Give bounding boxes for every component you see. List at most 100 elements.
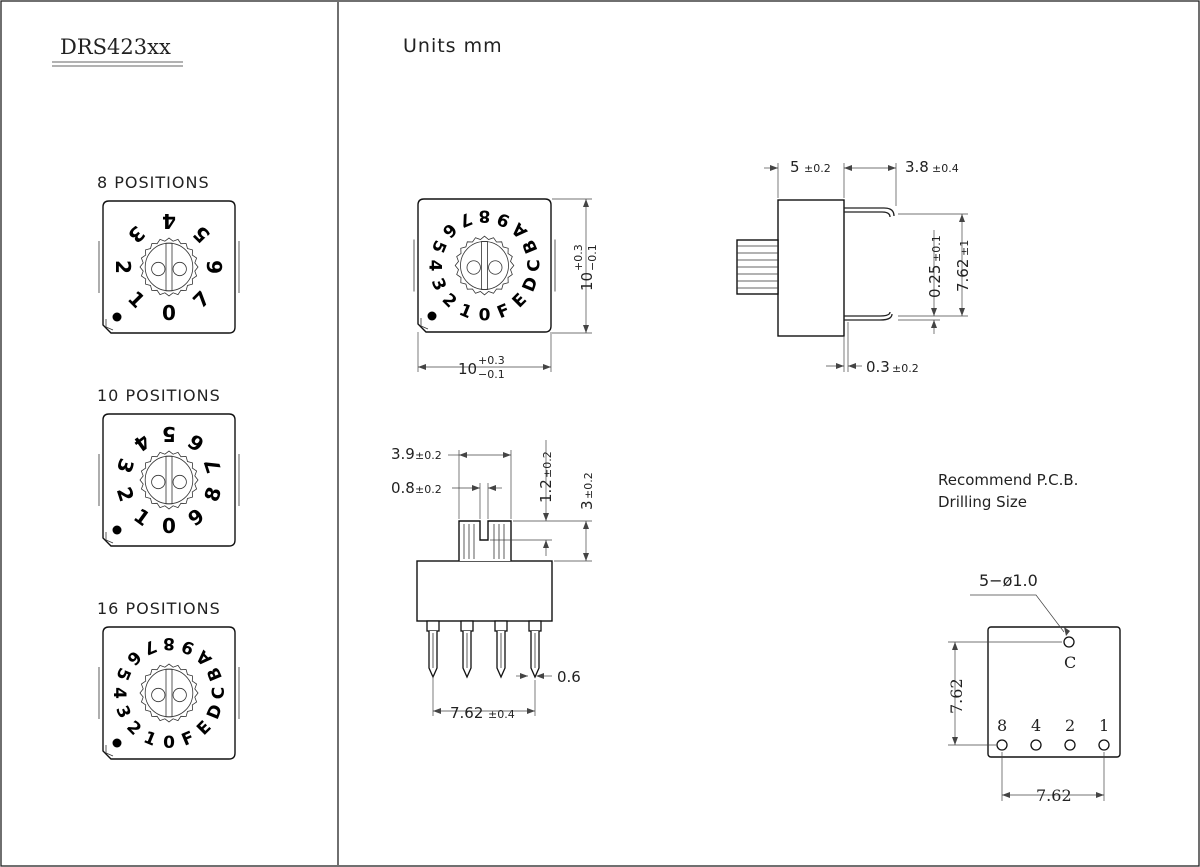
bottom-slot-h-tol: ±0.2: [541, 451, 554, 478]
position-dot: [112, 312, 122, 322]
rotor-serrated-ring: [139, 237, 199, 297]
bottom-knob-width-base: 3.9: [391, 445, 415, 463]
position-symbol: 2: [111, 260, 135, 274]
switch-body: [102, 413, 236, 547]
bottom-slot-h-base: 1.2: [537, 479, 555, 503]
pcb-hole-common: [1063, 636, 1075, 648]
side-upper-pin-a: [844, 211, 891, 218]
variant-title-8: 8 POSITIONS: [97, 173, 210, 192]
bottom-pitch-tol: ±0.4: [488, 708, 515, 721]
side-gap-arrows: [836, 363, 856, 369]
front-height-minus: −0.1: [586, 244, 599, 271]
pcb-v-dim: 7.62: [947, 678, 966, 714]
pcb-hole-spec: 5−ø1.0: [979, 571, 1038, 590]
pcb-hole-label: 8: [997, 716, 1007, 735]
pcb-title-line2: Drilling Size: [938, 493, 1027, 511]
position-dot: [427, 311, 437, 321]
switch-corner-notch: [105, 532, 114, 544]
side-lower-pin-b: [844, 313, 893, 321]
pcb-hole-common-label: C: [1064, 653, 1076, 672]
side-thick-base: 0.25: [926, 265, 944, 298]
position-symbol: 8: [163, 633, 175, 653]
position-symbol: 8: [479, 206, 491, 226]
front-width-minus: −0.1: [478, 368, 505, 381]
bottom-slot-h-arrows: [543, 513, 549, 548]
pcb-v-label: 7.62: [947, 678, 966, 714]
front-width-plus: +0.3: [478, 354, 505, 367]
front-height-plus: +0.3: [572, 244, 585, 271]
bottom-body: [416, 560, 553, 622]
bottom-slot-tol: ±0.2: [415, 483, 442, 496]
switch-corner-notch: [105, 319, 114, 331]
position-symbol: 0: [162, 301, 176, 325]
pcb-hole-leader: [970, 594, 1065, 633]
bottom-knob-ridges: [463, 524, 505, 559]
side-reach-dim-tol: ±0.4: [932, 162, 959, 175]
switch-body: [417, 198, 552, 333]
variant-title-16: 16 POSITIONS: [97, 599, 221, 618]
bottom-view: 3.9 ±0.2 0.8 ±0.2 1.2 ±0.2 3 ±0.2 0.6: [391, 440, 596, 722]
bottom-pin-dim-arrows: [520, 673, 544, 679]
pcb-hole: [1064, 739, 1076, 751]
bottom-pins: [426, 620, 542, 679]
switch-body: [102, 200, 236, 334]
rotor-slot: [165, 668, 173, 718]
side-gap-base: 0.3: [866, 358, 890, 376]
position-symbol: 4: [109, 687, 129, 699]
side-span-label: 7.62 ±1: [954, 240, 972, 292]
rotor-hole-left: [466, 260, 481, 275]
pcb-hole: [1098, 739, 1110, 751]
rotor-serrated-ring: [454, 235, 515, 296]
switch-body: [102, 626, 236, 760]
variant-title-10: 10 POSITIONS: [97, 386, 221, 405]
position-symbol: 5: [162, 422, 176, 446]
rotor-hole-right: [488, 260, 503, 275]
rotor-serrated-ring: [139, 663, 199, 723]
position-symbol: C: [209, 687, 229, 699]
position-dot: [112, 738, 122, 748]
bottom-knob-h-arrows: [583, 521, 589, 561]
bottom-pin-shoulder: [528, 620, 542, 632]
position-symbol: 0: [163, 733, 175, 753]
position-symbol: 0: [479, 306, 491, 326]
rotor-serrated-ring: [139, 450, 199, 510]
side-upper-pin-b: [844, 207, 895, 217]
bottom-knob-h-label: 3 ±0.2: [578, 472, 596, 510]
bottom-slot-h-label: 1.2 ±0.2: [537, 451, 555, 503]
side-knob-ridges: [737, 245, 778, 289]
bottom-slot-arrows: [472, 485, 496, 491]
side-thick-tol: ±0.1: [930, 235, 943, 262]
side-knob-dim-tol: ±0.2: [804, 162, 831, 175]
bottom-knob-h-tol: ±0.2: [582, 472, 595, 499]
rotor-hole-right: [172, 474, 187, 490]
rotor-slot: [481, 241, 488, 290]
pcb-hole-label: 1: [1099, 716, 1109, 735]
front-width-base: 10: [458, 360, 477, 378]
bottom-slot-base: 0.8: [391, 479, 415, 497]
side-thick-label: 0.25 ±0.1: [926, 235, 944, 298]
pcb-hole-label: 4: [1031, 716, 1041, 735]
pcb-hole: [1030, 739, 1042, 751]
side-span-base: 7.62: [954, 259, 972, 292]
position-symbol: C: [525, 259, 545, 271]
bottom-knob-width-tol: ±0.2: [415, 449, 442, 462]
side-body: [777, 199, 845, 337]
rotor-hole-left: [151, 261, 166, 277]
side-span-tol: ±1: [958, 240, 971, 256]
bottom-pin-shoulder: [494, 620, 508, 632]
pcb-hole: [996, 739, 1008, 751]
part-number: DRS423xx: [60, 35, 171, 59]
side-view: 5 ±0.2 3.8 ±0.4 0.25 ±0.1 7.62 ±1 0.3 ±0…: [736, 158, 972, 376]
side-gap-tol: ±0.2: [892, 362, 919, 375]
side-knob-dim-base: 5: [790, 158, 800, 176]
bottom-knob: [458, 520, 512, 561]
rotor-hole-right: [172, 261, 187, 277]
position-symbol: 0: [162, 514, 176, 538]
bottom-pin-shoulder: [426, 620, 440, 632]
position-symbol: 6: [203, 260, 227, 274]
units-note: Units mm: [403, 35, 503, 57]
pcb-outline: [987, 626, 1121, 758]
